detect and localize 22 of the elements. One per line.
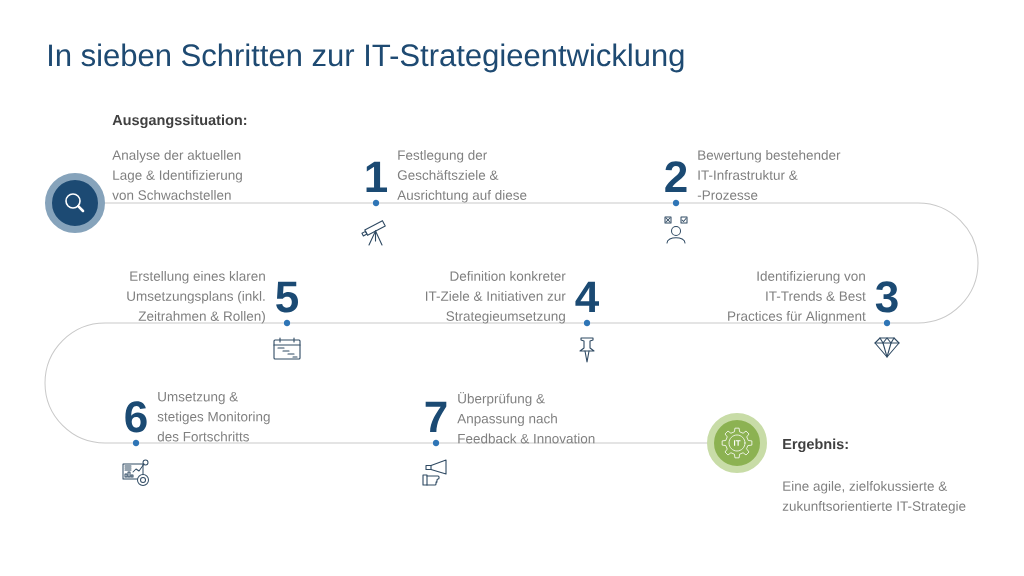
heading: Ergebnis: (783, 438, 848, 453)
title: In sieben Schritten zur IT-Strategieentwicklung (49, 43, 684, 73)
description: Überprüfung & Anpassung nach Feedback & Innovation (457, 392, 595, 444)
description: Umsetzung & stetiges Monitoring des Fortschritts (157, 392, 270, 442)
path-line (678, 202, 979, 324)
step-number: 2 (665, 161, 687, 192)
path-line (44, 322, 285, 444)
step-number: 5 (276, 281, 298, 313)
step-number: 4 (575, 281, 599, 312)
description: Eine agile, zielfokussierte & zukunftsorientierte IT-Strategie (782, 481, 966, 514)
step-number: 3 (875, 281, 898, 313)
step-number: 1 (366, 161, 387, 192)
start-circle (45, 173, 105, 233)
description: Bewertung bestehender IT-Infrastruktur & -Prozesse (697, 150, 841, 200)
heading: Ausgangssituation: (112, 114, 247, 129)
step-number: 6 (125, 401, 147, 433)
description: Analyse der aktuellen Lage & Identifizierung von Schwachstellen (112, 150, 242, 200)
description: Festlegung der Geschäftsziele & Ausrichtung auf diese (397, 150, 527, 203)
description: Definition konkreter IT-Ziele & Initiativen zur Strategieumsetzung (426, 271, 566, 324)
description: Identifizierung von IT-Trends & Best Practices für Alignment (728, 271, 866, 324)
step-number: 7 (425, 401, 447, 432)
description: Erstellung eines klaren Umsetzungsplans (inkl. Zeitrahmen & Rollen) (127, 271, 265, 324)
